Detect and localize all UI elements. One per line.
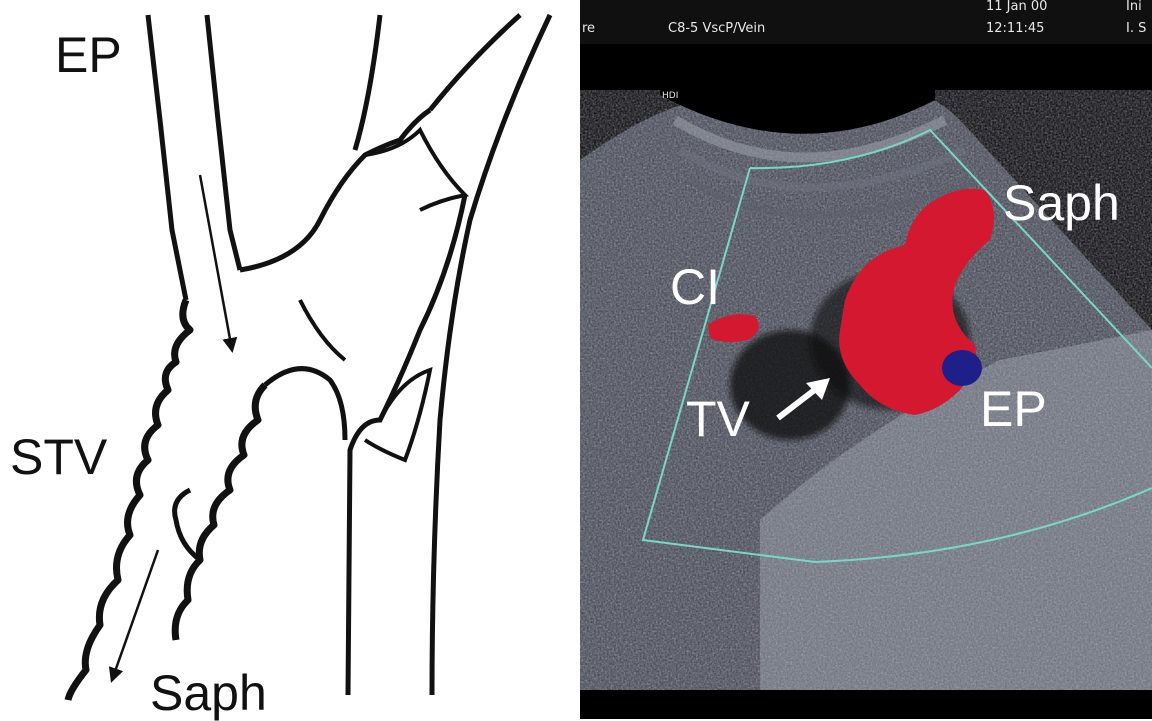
vein-line-drawing bbox=[0, 0, 580, 719]
us-label-tv: TV bbox=[686, 394, 750, 444]
us-label-saph: Saph bbox=[1003, 178, 1120, 228]
drawing-label-stv: STV bbox=[10, 432, 107, 482]
drawing-label-ep: EP bbox=[55, 30, 122, 80]
fan-bottom-edge bbox=[580, 690, 1152, 719]
hdi-mark: HDI bbox=[662, 92, 678, 101]
doppler-blue bbox=[942, 350, 982, 386]
header-date: 11 Jan 00 bbox=[986, 0, 1047, 13]
header-time: 12:11:45 bbox=[986, 22, 1044, 35]
us-label-ci: CI bbox=[670, 262, 720, 312]
drawing-background bbox=[0, 0, 580, 719]
drawing-label-saph: Saph bbox=[150, 668, 267, 718]
header-left-fragment: re bbox=[582, 22, 595, 35]
header-probe: C8-5 VscP/Vein bbox=[668, 22, 765, 35]
header-right-top: Ini bbox=[1126, 0, 1142, 13]
ultrasound-image bbox=[580, 0, 1152, 719]
header-right-bottom: I. S bbox=[1126, 22, 1146, 35]
header-bar bbox=[580, 0, 1152, 44]
us-label-ep: EP bbox=[980, 384, 1047, 434]
